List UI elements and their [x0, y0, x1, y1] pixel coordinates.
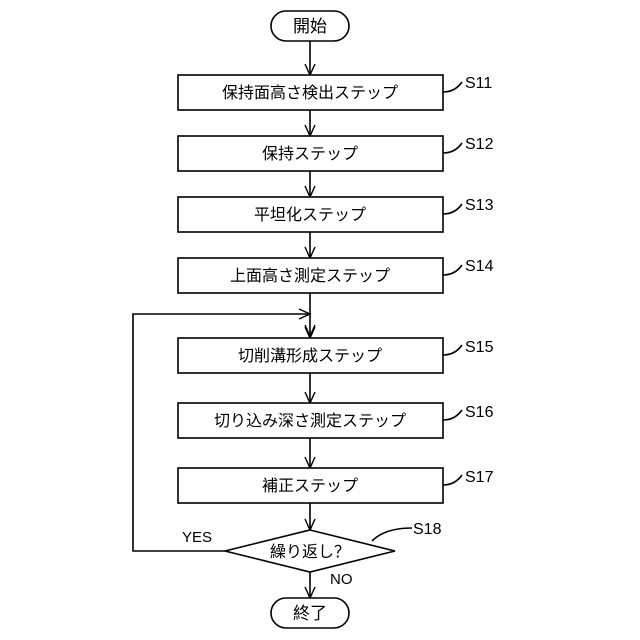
step-id-s13: S13	[465, 197, 494, 214]
step-label-s17: 補正ステップ	[262, 477, 358, 495]
yes-label: YES	[182, 529, 212, 546]
leader-s11	[443, 82, 462, 92]
step-label-s14: 上面高さ測定ステップ	[230, 267, 390, 285]
step-id-s12: S12	[465, 136, 494, 153]
leader-s13	[443, 204, 462, 214]
leader-s14	[443, 265, 462, 275]
step-id-s16: S16	[465, 404, 494, 421]
step-id-s15: S15	[465, 339, 494, 356]
leader-s18	[372, 528, 412, 541]
step-label-s12: 保持ステップ	[262, 145, 358, 163]
step-label-s16: 切り込み深さ測定ステップ	[214, 412, 406, 430]
end-label: 終了	[293, 604, 327, 624]
decision-id-s18: S18	[413, 521, 442, 538]
step-label-s13: 平坦化ステップ	[254, 206, 366, 224]
step-label-s15: 切削溝形成ステップ	[238, 347, 382, 365]
leader-s16	[443, 410, 462, 420]
leader-s15	[443, 345, 462, 355]
step-id-s17: S17	[465, 469, 494, 486]
start-label: 開始	[293, 17, 327, 37]
step-label-s11: 保持面高さ検出ステップ	[222, 84, 398, 102]
leader-s17	[443, 475, 462, 485]
step-id-s11: S11	[465, 75, 492, 92]
step-id-s14: S14	[465, 258, 494, 275]
decision-label-s18: 繰り返し？	[270, 543, 350, 561]
leader-s12	[443, 143, 462, 153]
no-label: NO	[330, 571, 353, 588]
